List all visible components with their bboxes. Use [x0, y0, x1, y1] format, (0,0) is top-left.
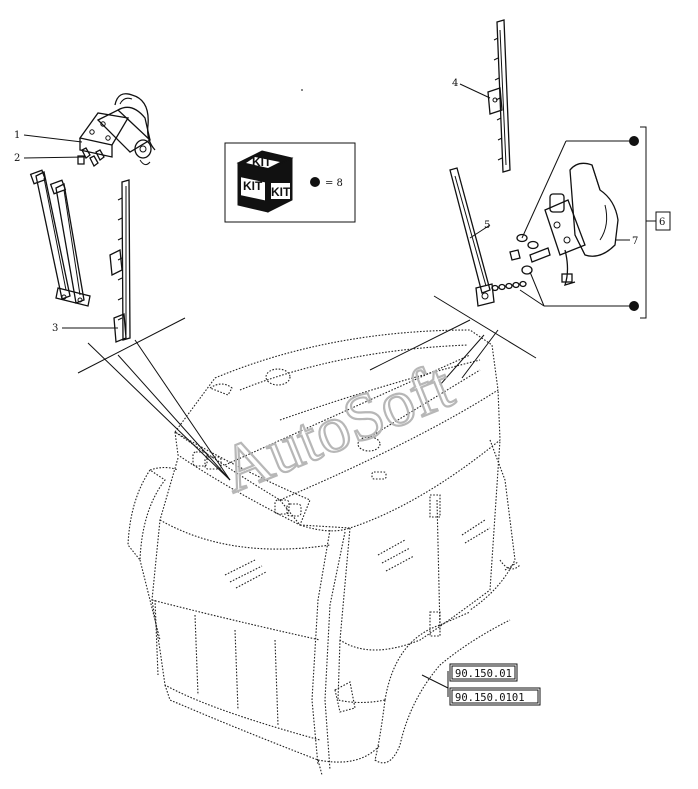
kit-legend: KIT KIT KIT = 8 — [224, 142, 356, 223]
stray-dot — [301, 89, 303, 91]
callout-3: 3 — [52, 323, 58, 334]
tractor-cab — [127, 329, 521, 776]
rear-wiper-arm-and-blade — [29, 169, 131, 343]
kit-marker-dot-top — [629, 136, 639, 146]
callout-1: 1 — [14, 130, 20, 141]
kit-equals-8: = 8 — [325, 178, 343, 189]
kit-label-left: KIT — [243, 179, 263, 193]
callout-7: 7 — [632, 236, 638, 247]
kit-legend-frame — [224, 142, 356, 223]
callout-4: 4 — [452, 78, 458, 89]
kit-label-right: KIT — [271, 185, 291, 199]
front-wiper-blade — [487, 19, 511, 173]
front-wiper-motor — [491, 162, 619, 292]
reference-box-1: 90.150.01 — [449, 663, 518, 682]
kit-box-icon: KIT KIT KIT — [236, 150, 294, 213]
kit-label-top: KIT — [252, 155, 272, 169]
callout-6-box: 6 — [655, 211, 671, 231]
rear-wiper-motor — [77, 93, 156, 167]
callout-5: 5 — [484, 220, 490, 231]
kit-bracket-6 — [519, 126, 656, 319]
leader-lines — [77, 295, 537, 481]
callout-2: 2 — [14, 153, 20, 164]
callout-leaders — [23, 83, 630, 697]
reference-code-1: 90.150.01 — [455, 668, 512, 680]
reference-code-2: 90.150.0101 — [455, 692, 525, 704]
kit-marker-dot-bottom — [629, 301, 639, 311]
reference-box-2: 90.150.0101 — [449, 687, 541, 706]
kit-dot-icon — [310, 177, 320, 187]
front-wiper-arm — [449, 167, 495, 307]
callout-6: 6 — [659, 217, 665, 228]
